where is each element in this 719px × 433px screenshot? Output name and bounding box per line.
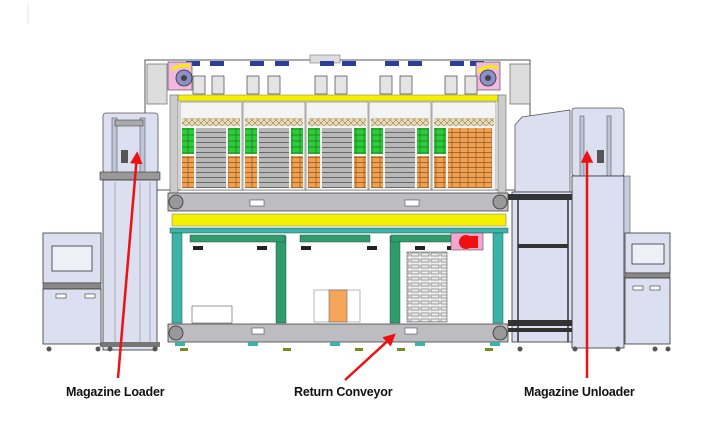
lower-yellow-rail bbox=[171, 213, 507, 227]
upper-yellow-rail bbox=[177, 94, 499, 102]
upper-conveyor bbox=[167, 192, 509, 212]
rack-bay-1 bbox=[179, 101, 243, 191]
label-magazine-unloader: Magazine Unloader bbox=[524, 385, 635, 399]
red-motor-icon bbox=[450, 232, 484, 251]
magazine-rack bbox=[406, 251, 448, 323]
orange-box bbox=[328, 289, 348, 323]
teal-frame-top bbox=[169, 227, 509, 234]
rack-bay-4 bbox=[368, 101, 432, 191]
loader-arrow bbox=[116, 151, 143, 379]
rack-bay-3 bbox=[305, 101, 369, 191]
grippers bbox=[192, 75, 478, 95]
main-unit bbox=[144, 54, 531, 351]
magazine-loader bbox=[42, 112, 161, 352]
label-magazine-loader: Magazine Loader bbox=[66, 385, 165, 399]
rack-bay-5 bbox=[431, 101, 497, 191]
motor-left-icon bbox=[167, 61, 193, 91]
unloader-monitor bbox=[631, 243, 665, 265]
return-conveyor-arrow bbox=[344, 333, 396, 381]
magazine-unloader bbox=[508, 107, 671, 352]
return-conveyor bbox=[167, 323, 509, 343]
label-return-conveyor: Return Conveyor bbox=[294, 385, 393, 399]
loader-monitor bbox=[51, 245, 93, 272]
motor-right-icon bbox=[475, 61, 501, 91]
rack-bay-2 bbox=[242, 101, 306, 191]
